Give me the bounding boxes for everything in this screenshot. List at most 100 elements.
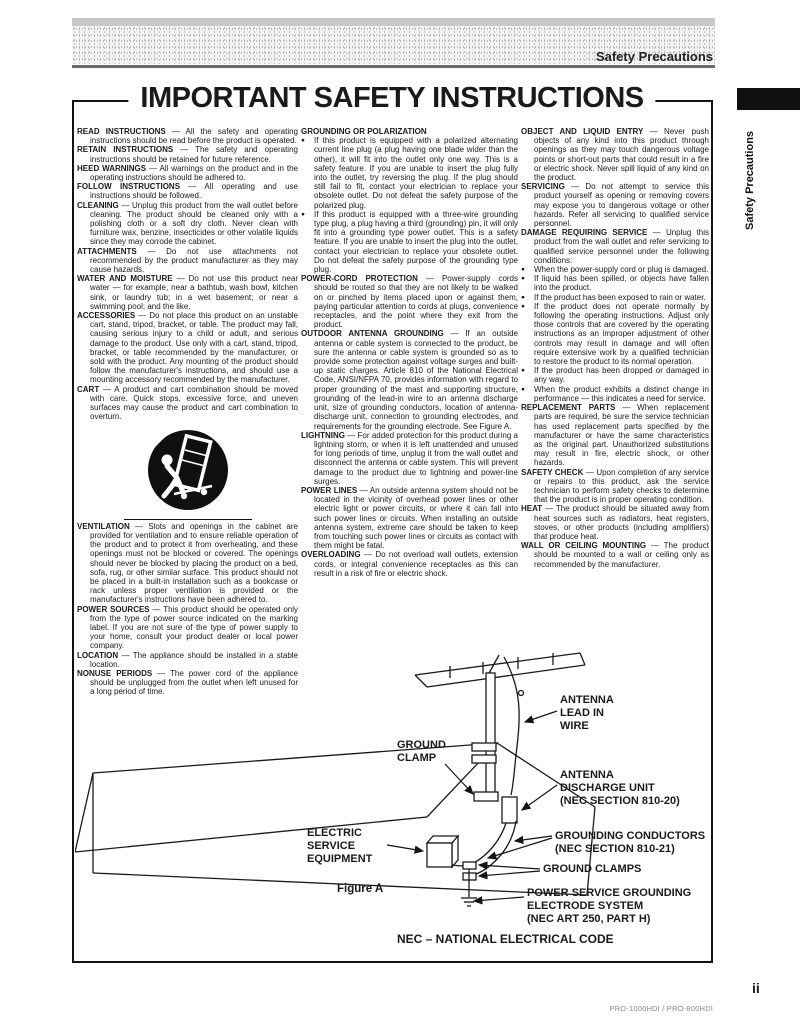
section-text: The product should be mounted to a wall … — [534, 541, 709, 569]
heading-separator: — — [152, 668, 170, 678]
heading-separator: — — [172, 274, 189, 284]
safety-section: POWER-CORD PROTECTION — Power-supply cor… — [301, 274, 518, 329]
section-text: The safety and operating instructions sh… — [90, 145, 298, 164]
section-text: Power-supply cords should be routed so t… — [314, 274, 518, 330]
safety-section: GROUNDING OR POLARIZATION — [301, 127, 518, 136]
section-text: Do not use this product near water — for… — [90, 274, 298, 311]
section-heading: NONUSE PERIODS — [77, 668, 153, 678]
section-text: Never push objects of any kind into this… — [534, 127, 710, 183]
bullet-item: ● If the product has been exposed to rain… — [521, 293, 709, 302]
bullet-text: If the product has been exposed to rain … — [534, 292, 706, 302]
section-text: The appliance should be installed in a s… — [90, 650, 298, 669]
section-heading: RETAIN INSTRUCTIONS — [77, 145, 174, 155]
side-tab-vertical-label: Safety Precautions — [742, 128, 760, 232]
heading-separator: — — [173, 145, 196, 155]
heading-separator: — — [583, 467, 597, 477]
section-heading: READ INSTRUCTIONS — [77, 127, 166, 136]
section-text: Unplug this product from the wall outlet… — [90, 200, 299, 247]
section-text: Slots and openings in the cabinet are pr… — [90, 521, 298, 605]
header-gray-bar — [72, 18, 715, 26]
bullet-text: If this product is equipped with a three… — [314, 209, 518, 275]
bullet-icon: ● — [521, 302, 525, 310]
section-heading: ACCESSORIES — [77, 311, 136, 321]
figure-a: ANTENNA LEAD IN WIRE GROUND CLAMP ANTENN… — [75, 645, 713, 961]
section-heading: VENTILATION — [77, 521, 130, 531]
bullet-item: ●If this product is equipped with a pola… — [301, 136, 518, 210]
safety-section: DAMAGE REQUIRING SERVICE — Unplug this p… — [521, 228, 709, 265]
section-heading: WALL OR CEILING MOUNTING — [521, 541, 647, 551]
bullet-item: ●When the power-supply cord or plug is d… — [521, 265, 709, 274]
heading-separator: — — [615, 403, 638, 413]
column-3: OBJECT AND LIQUID ENTRY — Never push obj… — [521, 127, 709, 569]
safety-section: VENTILATION — Slots and openings in the … — [77, 522, 298, 605]
header-section-label: Safety Precautions — [595, 49, 713, 64]
section-heading: GROUNDING OR POLARIZATION — [301, 127, 427, 136]
bullet-text: When the product exhibits a distinct cha… — [534, 384, 709, 403]
heading-separator: — — [129, 521, 149, 531]
antenna-grounding-diagram — [75, 652, 596, 907]
section-heading: CLEANING — [77, 200, 119, 210]
section-text: This product should be operated only fro… — [90, 604, 298, 651]
bullet-icon: ● — [521, 293, 525, 301]
safety-section: NONUSE PERIODS — The power cord of the a… — [77, 669, 298, 697]
label-power-service-grounding: POWER SERVICE GROUNDING ELECTRODE SYSTEM… — [527, 887, 692, 925]
safety-section: ACCESSORIES — Do not place this product … — [77, 311, 298, 385]
icon-ground-line — [123, 518, 252, 520]
bullet-text: If the product does not operate normally… — [534, 301, 709, 367]
section-text: All operating and use instructions shoul… — [90, 182, 298, 201]
section-heading: OUTDOOR ANTENNA GROUNDING — [301, 329, 444, 339]
header-rule — [72, 65, 715, 68]
bullet-text: If this product is equipped with a polar… — [314, 136, 518, 210]
heading-separator: — — [647, 228, 666, 238]
bullet-item: ●If liquid has been spilled, or objects … — [521, 274, 709, 292]
heading-separator: — — [146, 163, 160, 173]
label-electric-service-equipment: ELECTRIC SERVICE EQUIPMENT — [307, 827, 373, 865]
label-antenna-lead-in-wire: ANTENNA LEAD IN WIRE — [560, 694, 614, 732]
heading-separator: — — [118, 200, 133, 210]
section-text: When replacement parts are required, be … — [534, 403, 709, 468]
page-number: ii — [752, 980, 760, 996]
safety-section: CLEANING — Unplug this product from the … — [77, 201, 298, 247]
safety-section: POWER LINES — An outside antenna system … — [301, 486, 518, 550]
page-title: IMPORTANT SAFETY INSTRUCTIONS — [128, 82, 656, 115]
safety-section: HEED WARNINGS — All warnings on the prod… — [77, 164, 298, 182]
safety-section: FOLLOW INSTRUCTIONS — All operating and … — [77, 182, 298, 200]
heading-separator: — — [136, 246, 167, 256]
section-heading: CART — [77, 384, 100, 394]
section-text: Do not use attachments not recommended b… — [90, 246, 298, 275]
heading-separator: — — [135, 311, 150, 321]
section-heading: POWER SOURCES — [77, 604, 150, 614]
section-heading: ATTACHMENTS — [77, 246, 137, 256]
section-heading: SAFETY CHECK — [521, 467, 584, 477]
section-text: For added protection for this product du… — [314, 430, 518, 486]
safety-section: OUTDOOR ANTENNA GROUNDING — If an outsid… — [301, 329, 518, 430]
column-1: READ INSTRUCTIONS — All the safety and o… — [77, 127, 298, 697]
section-heading: LOCATION — [77, 650, 119, 660]
heading-separator: — — [99, 384, 115, 394]
bullet-icon: ● — [521, 367, 525, 375]
heading-separator: — — [564, 182, 586, 192]
figure-caption: Figure A — [337, 883, 384, 895]
no-cart-icon — [105, 387, 228, 510]
section-text: A product and cart combination should be… — [90, 384, 298, 422]
heading-separator: — — [165, 127, 186, 136]
safety-section: WATER AND MOISTURE — Do not use this pro… — [77, 274, 298, 311]
section-heading: POWER-CORD PROTECTION — [301, 274, 418, 284]
section-text: Unplug this product from the wall outlet… — [534, 228, 710, 265]
safety-section: WALL OR CEILING MOUNTING — The product s… — [521, 541, 709, 569]
bullet-item: ●If the product has been dropped or dama… — [521, 366, 709, 384]
side-tab-label-text: Safety Precautions — [744, 130, 756, 230]
bullet-text: If liquid has been spilled, or objects h… — [534, 274, 709, 293]
section-heading: HEED WARNINGS — [77, 163, 147, 173]
label-antenna-discharge-unit: ANTENNA DISCHARGE UNIT (NEC SECTION 810-… — [560, 769, 680, 807]
safety-section: SAFETY CHECK — Upon completion of any se… — [521, 468, 709, 505]
section-text: Do not overload wall outlets, extension … — [314, 550, 519, 578]
label-ground-clamp: GROUND CLAMP — [397, 739, 446, 764]
heading-separator: — — [345, 430, 358, 440]
section-heading: HEAT — [521, 504, 543, 514]
safety-section: OBJECT AND LIQUID ENTRY — Never push obj… — [521, 127, 709, 182]
header-stipple-texture: Safety Precautions — [72, 26, 715, 64]
model-numbers: PRO-1000HDI / PRO-800HDI — [609, 1004, 713, 1013]
bullet-text: When the power-supply cord or plug is da… — [534, 265, 709, 275]
section-text: The power cord of the appliance should b… — [90, 668, 298, 697]
